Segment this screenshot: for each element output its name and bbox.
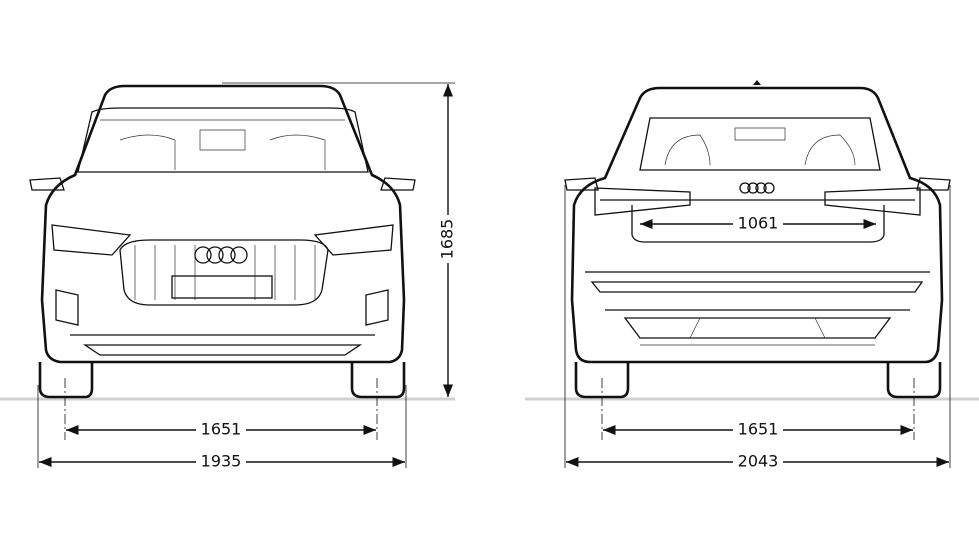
rear-width-label: 2043 [738, 452, 779, 471]
audi-rings-logo [194, 246, 248, 264]
rear-track-dimension: 1651 [601, 378, 915, 440]
audi-rings-logo-rear [739, 182, 775, 194]
height-label: 1685 [438, 219, 457, 260]
car-front-view [29, 84, 416, 399]
tailgate-dimension: 1061 [640, 214, 876, 234]
car-rear-view [564, 80, 951, 399]
front-track-label: 1651 [201, 420, 242, 439]
tailgate-label: 1061 [738, 214, 779, 233]
front-track-dimension: 1651 [64, 378, 378, 440]
height-dimension: 1685 [222, 82, 458, 397]
front-width-label: 1935 [201, 452, 242, 471]
rear-track-label: 1651 [738, 420, 779, 439]
rear-width-dimension: 2043 [564, 185, 951, 472]
front-width-dimension: 1935 [37, 385, 407, 472]
